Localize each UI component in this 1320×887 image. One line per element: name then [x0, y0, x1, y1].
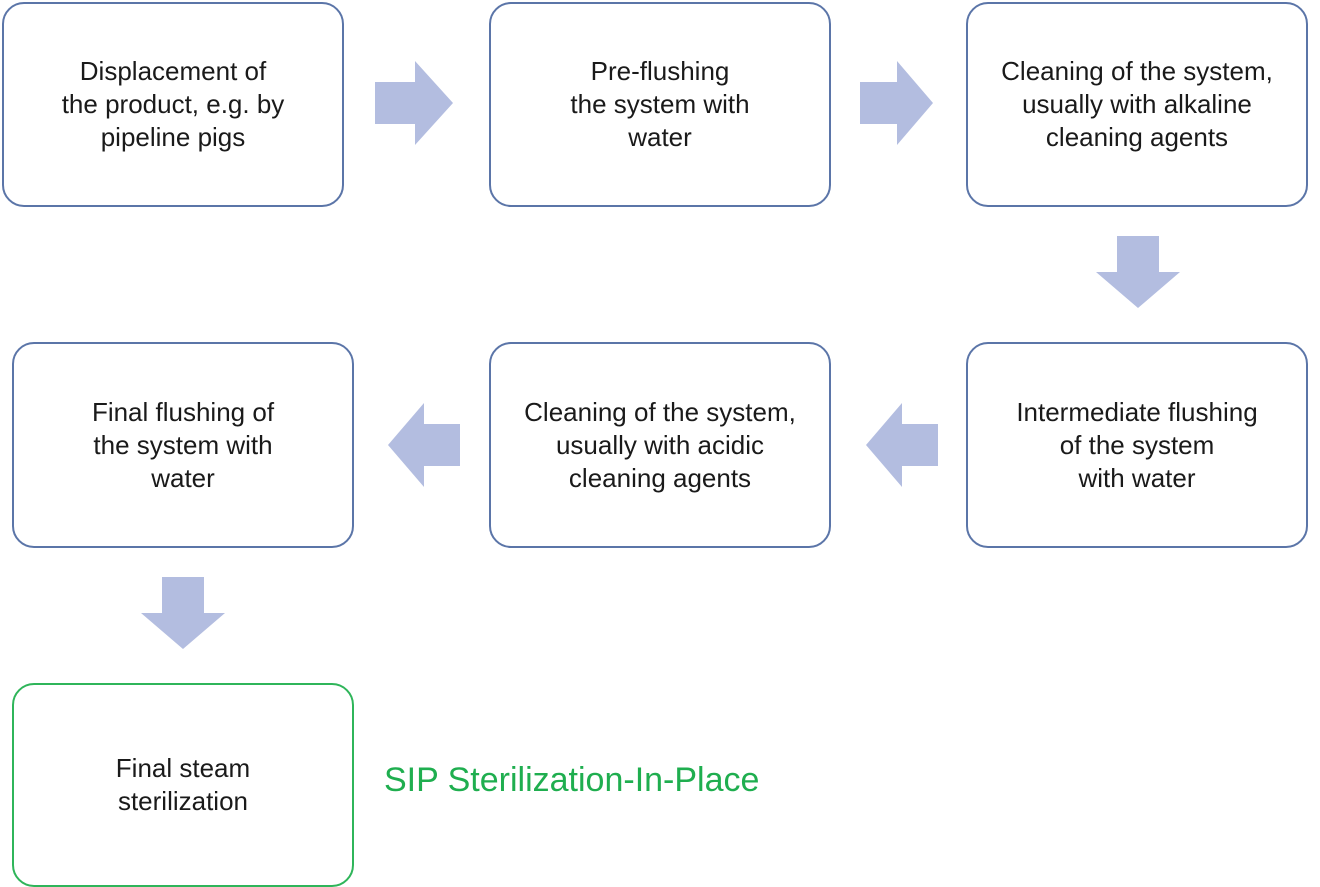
- arrow-down-icon: [1096, 236, 1180, 308]
- step-intermediate-flushing-text: Intermediate flushing of the system with…: [1016, 396, 1258, 493]
- step-final-flushing-box: Final flushing of the system with water: [12, 342, 354, 548]
- arrow-left-icon: [866, 403, 938, 487]
- step-pre-flushing-text: Pre-flushing the system with water: [570, 56, 750, 152]
- step-displacement-box: Displacement of the product, e.g. by pip…: [2, 2, 344, 207]
- step-acidic-cleaning-box: Cleaning of the system, usually with aci…: [489, 342, 831, 548]
- arrow-right-icon: [375, 61, 453, 145]
- step-steam-sterilization-text: Final steam sterilization: [115, 753, 251, 816]
- step-displacement-text: Displacement of the product, e.g. by pip…: [61, 56, 285, 152]
- step-final-flushing-text: Final flushing of the system with water: [91, 396, 275, 493]
- arrow-left-icon: [388, 403, 460, 487]
- step-intermediate-flushing-box: Intermediate flushing of the system with…: [966, 342, 1308, 548]
- arrow-down-icon: [141, 577, 225, 649]
- sip-label: SIP Sterilization-In-Place: [384, 761, 760, 799]
- step-pre-flushing-box: Pre-flushing the system with water: [489, 2, 831, 207]
- step-alkaline-cleaning-box: Cleaning of the system, usually with alk…: [966, 2, 1308, 207]
- step-alkaline-cleaning-text: Cleaning of the system, usually with alk…: [1001, 56, 1273, 152]
- arrow-right-icon: [860, 61, 933, 145]
- step-steam-sterilization-box: Final steam sterilization: [12, 683, 354, 887]
- step-acidic-cleaning-text: Cleaning of the system, usually with aci…: [524, 396, 796, 493]
